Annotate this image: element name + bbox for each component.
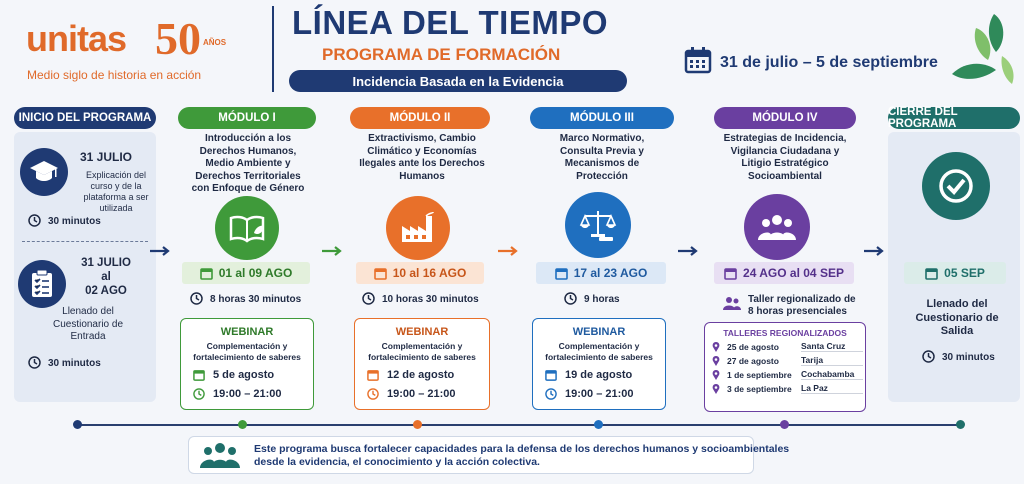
header-divider bbox=[272, 6, 274, 92]
group-icon bbox=[744, 194, 810, 260]
clock-icon bbox=[564, 292, 577, 305]
group-icon bbox=[200, 443, 240, 468]
heading-modulo-4: MÓDULO IV bbox=[714, 107, 856, 129]
logo-wordmark: unitas bbox=[26, 18, 127, 59]
modulo-2-duration: 10 horas 30 minutos bbox=[382, 294, 479, 305]
inicio-desc-2: Llenado del Cuestionario de Entrada bbox=[52, 306, 124, 342]
modulo-1-dates: 01 al 09 AGO bbox=[182, 262, 310, 284]
factory-icon bbox=[386, 196, 450, 260]
calendar-icon bbox=[367, 370, 379, 381]
modulo-1-duration: 8 horas 30 minutos bbox=[210, 294, 302, 305]
modulo-2-title: Extractivismo, Cambio Climático y Econom… bbox=[359, 133, 485, 182]
timeline-dot bbox=[238, 420, 247, 429]
calendar-icon bbox=[684, 47, 712, 74]
check-circle-icon bbox=[922, 152, 990, 220]
footer-text: Este programa busca fortalecer capacidad… bbox=[254, 443, 790, 468]
arrow-right-icon bbox=[150, 246, 170, 256]
heading-cierre: CIERRE DEL PROGRAMA bbox=[888, 106, 1020, 130]
timeline-dot bbox=[594, 420, 603, 429]
arrow-right-icon bbox=[498, 246, 518, 256]
heading-inicio: INICIO DEL PROGRAMA bbox=[14, 107, 156, 129]
footer-box bbox=[188, 436, 754, 474]
modulo-4-duration: Taller regionalizado de 8 horas presenci… bbox=[748, 294, 856, 317]
timeline-line bbox=[76, 424, 960, 426]
timeline-dot bbox=[73, 420, 82, 429]
graduation-cap-icon bbox=[20, 148, 68, 196]
logo-years: AÑOS bbox=[203, 38, 227, 47]
location-pin-icon bbox=[712, 341, 720, 352]
clock-icon bbox=[28, 356, 41, 369]
clock-icon bbox=[28, 214, 41, 227]
heading-modulo-1: MÓDULO I bbox=[178, 107, 316, 129]
scales-icon bbox=[565, 192, 631, 258]
calendar-icon bbox=[199, 267, 213, 280]
calendar-icon bbox=[724, 267, 737, 280]
clock-icon bbox=[367, 388, 379, 400]
cierre-desc: Llenado del Cuestionario de Salida bbox=[915, 298, 999, 337]
logo-tagline: Medio siglo de historia en acción bbox=[27, 68, 202, 82]
modulo-3-duration: 9 horas bbox=[584, 294, 620, 305]
modulo-4-dates: 24 AGO al 04 SEP bbox=[714, 262, 854, 284]
location-pin-icon bbox=[712, 355, 720, 366]
logo-number: 50 bbox=[155, 13, 201, 64]
modulo-3-dates: 17 al 23 AGO bbox=[536, 262, 666, 284]
clipboard-icon bbox=[18, 260, 66, 308]
modulo-4-title: Estrategias de Incidencia, Vigilancia Ci… bbox=[723, 133, 847, 182]
calendar-icon bbox=[925, 267, 938, 280]
clock-icon bbox=[190, 292, 203, 305]
leaves-icon bbox=[952, 14, 1014, 84]
modulo-3-webinar: WEBINAR Complementación y fortalecimient… bbox=[532, 318, 666, 410]
modulo-2-dates: 10 al 16 AGO bbox=[356, 262, 484, 284]
arrow-right-icon bbox=[322, 246, 342, 256]
timeline-dot bbox=[413, 420, 422, 429]
location-pin-icon bbox=[712, 383, 720, 394]
page-subtitle: PROGRAMA DE FORMACIÓN bbox=[322, 45, 561, 64]
clock-icon bbox=[545, 388, 557, 400]
inicio-separator bbox=[22, 241, 148, 242]
people-icon bbox=[723, 297, 741, 310]
heading-modulo-2: MÓDULO II bbox=[350, 107, 490, 129]
modulo-2-webinar: WEBINAR Complementación y fortalecimient… bbox=[354, 318, 490, 410]
clock-icon bbox=[922, 350, 935, 363]
modulo-3-title: Marco Normativo, Consulta Previa y Mecan… bbox=[559, 133, 645, 182]
timeline-dot bbox=[780, 420, 789, 429]
book-icon bbox=[215, 196, 279, 260]
modulo-1-webinar: WEBINAR Complementación y fortalecimient… bbox=[180, 318, 314, 410]
banner-pill: Incidencia Basada en la Evidencia bbox=[289, 70, 627, 92]
calendar-icon bbox=[545, 370, 557, 381]
cierre-time: 30 minutos bbox=[942, 352, 995, 363]
inicio-desc-1: Explicación del curso y de la plataforma… bbox=[83, 170, 149, 213]
calendar-icon bbox=[193, 370, 205, 381]
talleres-title: TALLERES REGIONALIZADOS bbox=[723, 328, 847, 338]
inicio-date-2: 31 JULIO al 02 AGO bbox=[81, 257, 131, 297]
arrow-right-icon bbox=[678, 246, 698, 256]
calendar-icon bbox=[554, 267, 568, 280]
calendar-icon bbox=[373, 267, 387, 280]
modulo-1-title: Introducción a los Derechos Humanos, Med… bbox=[191, 133, 305, 194]
page-title: LÍNEA DEL TIEMPO bbox=[292, 4, 609, 41]
inicio-date-1: 31 JULIO bbox=[80, 150, 133, 164]
location-pin-icon bbox=[712, 369, 720, 380]
heading-modulo-3: MÓDULO III bbox=[530, 107, 674, 129]
arrow-right-icon bbox=[864, 246, 884, 256]
timeline-dot bbox=[956, 420, 965, 429]
inicio-time-1: 30 minutos bbox=[48, 216, 101, 227]
clock-icon bbox=[193, 388, 205, 400]
clock-icon bbox=[362, 292, 375, 305]
inicio-time-2: 30 minutos bbox=[48, 358, 101, 369]
cierre-date: 05 SEP bbox=[904, 262, 1006, 284]
program-date-range: 31 de julio – 5 de septiembre bbox=[720, 54, 938, 71]
